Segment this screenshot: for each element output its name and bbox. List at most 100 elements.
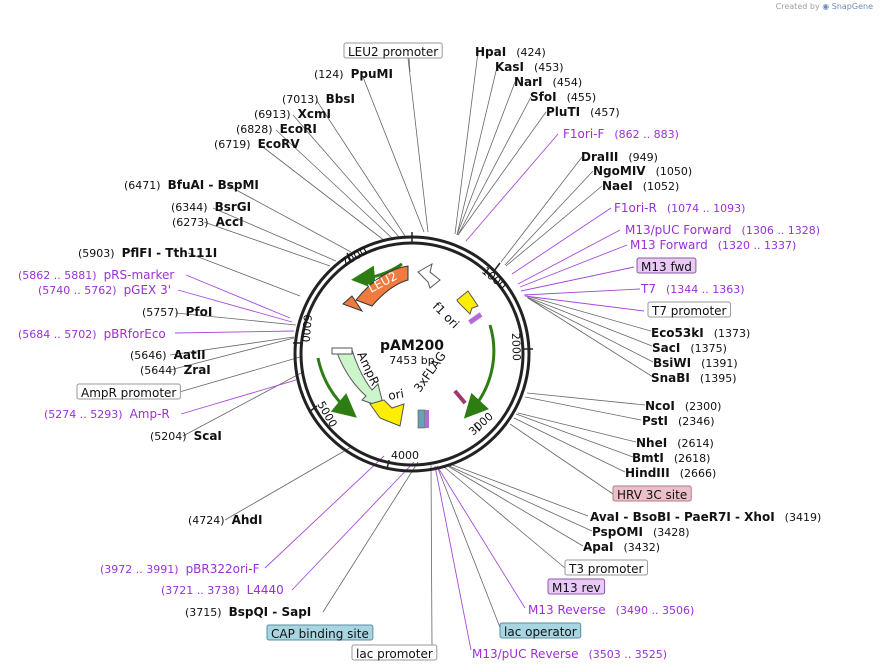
m13-reverse-feature-label[interactable]: M13 Reverse(3490 .. 3506) xyxy=(528,603,694,617)
sfoi-enzyme-label[interactable]: SfoI(455) xyxy=(530,90,596,104)
scai-enzyme-label[interactable]: (5204)ScaI xyxy=(150,429,222,443)
name-text: ApaI xyxy=(583,540,613,554)
tick-label-2000: 2000 xyxy=(509,333,523,361)
ampr-promoter-box-label[interactable]: AmpR promoter xyxy=(76,383,181,400)
position-text: (1373) xyxy=(714,327,751,340)
credit-brand: SnapGene xyxy=(831,2,873,11)
draiii-enzyme-label[interactable]: DraIII(949) xyxy=(581,150,658,164)
t3-promoter-box-label[interactable]: T3 promoter xyxy=(564,559,648,576)
xcmi-enzyme-label[interactable]: (6913)XcmI xyxy=(254,107,331,121)
leu2-feature[interactable] xyxy=(355,265,409,307)
name-text: HindIII xyxy=(625,466,670,480)
m13-puc-forward-feature-label[interactable]: M13/pUC Forward(1306 .. 1328) xyxy=(625,223,820,237)
ampr-feature[interactable] xyxy=(335,349,385,409)
position-text: (2666) xyxy=(680,467,717,480)
cap-binding-site-box-label[interactable]: CAP binding site xyxy=(266,624,374,641)
pbr322ori-f-feature-label[interactable]: (3972 .. 3991)pBR322ori-F xyxy=(100,562,260,576)
box-label-frame xyxy=(266,624,374,641)
t7-feature-label[interactable]: T7(1344 .. 1363) xyxy=(640,282,745,296)
hindiii-enzyme-label[interactable]: HindIII (2666) xyxy=(625,466,716,480)
hrv-3c-site-box-label[interactable]: HRV 3C site xyxy=(612,485,692,502)
pfoi-enzyme-label[interactable]: (5757)PfoI xyxy=(142,305,212,319)
name-text: BmtI xyxy=(632,451,664,465)
snabi-enzyme-label[interactable]: SnaBI(1395) xyxy=(651,371,736,385)
f1-ori-feature[interactable] xyxy=(456,290,479,315)
pspomi-enzyme-label[interactable]: PspOMI(3428) xyxy=(592,525,690,539)
name-text: PstI xyxy=(642,414,668,428)
name-text: PflFI - Tth111I xyxy=(122,246,218,260)
pbrforeco-feature-label[interactable]: (5684 .. 5702)pBRforEco xyxy=(18,327,166,341)
box-label-text: lac promoter xyxy=(356,647,433,661)
bspqi-sapi-enzyme-label[interactable]: (3715)BspQI - SapI xyxy=(185,605,311,619)
position-text: (5757) xyxy=(142,306,179,319)
bsiwi-enzyme-label[interactable]: BsiWI(1391) xyxy=(653,356,738,370)
prs-marker-feature-label[interactable]: (5862 .. 5881)pRS-marker xyxy=(18,268,174,282)
ppumi-enzyme-label[interactable]: (124)PpuMI xyxy=(314,67,393,81)
name-text: F1ori-F xyxy=(563,127,604,141)
bsrgi-enzyme-label[interactable]: (6344)BsrGI xyxy=(171,200,251,214)
feature-leader-lines xyxy=(174,133,645,651)
position-text: (3428) xyxy=(653,526,690,539)
apai-enzyme-label[interactable]: ApaI(3432) xyxy=(583,540,660,554)
psti-enzyme-label[interactable]: PstI(2346) xyxy=(642,414,715,428)
m13-rev-box-label[interactable]: M13 rev xyxy=(547,578,606,595)
ampr-promoter-mark xyxy=(331,347,353,355)
f1ori-r-feature-label[interactable]: F1ori-R(1074 .. 1093) xyxy=(614,201,745,215)
box-label-text: LEU2 promoter xyxy=(348,45,438,59)
name-text: NgoMIV xyxy=(593,164,646,178)
tick-marks xyxy=(293,232,533,470)
ahdi-enzyme-label[interactable]: (4724)AhdI xyxy=(188,513,262,527)
kasi-enzyme-label[interactable]: KasI(453) xyxy=(495,60,564,74)
leader-lines xyxy=(169,51,654,647)
lac-mark xyxy=(417,409,426,429)
name-text: AhdI xyxy=(232,513,263,527)
box-label-frame xyxy=(76,383,181,400)
bbsi-enzyme-label[interactable]: (7013)BbsI xyxy=(282,92,355,106)
position-text: (5204) xyxy=(150,430,187,443)
l4440-feature-label[interactable]: (3721 .. 3738)L4440 xyxy=(161,583,284,597)
t7-promoter-box-label[interactable]: T7 promoter xyxy=(647,301,731,318)
aatii-enzyme-label[interactable]: (5646)AatII xyxy=(130,348,206,362)
f1ori-f-feature-label[interactable]: F1ori-F (862 .. 883) xyxy=(563,127,679,141)
box-label-text: M13 rev xyxy=(552,581,601,595)
amp-r-feature-label[interactable]: (5274 .. 5293)Amp-R xyxy=(44,407,170,421)
pluti-enzyme-label[interactable]: PluTI(457) xyxy=(546,105,620,119)
leu2-promoter-box-label[interactable]: LEU2 promoter xyxy=(343,42,443,59)
name-text: BbsI xyxy=(326,92,355,106)
pgex-3-feature-label[interactable]: (5740 .. 5762)pGEX 3' xyxy=(38,283,171,297)
box-label-text: T7 promoter xyxy=(651,304,727,318)
position-text: (862 .. 883) xyxy=(614,128,679,141)
ncoi-enzyme-label[interactable]: NcoI(2300) xyxy=(645,399,721,413)
zrai-enzyme-label[interactable]: (5644)ZraI xyxy=(140,363,211,377)
name-text: EcoRV xyxy=(258,137,301,151)
box-label-frame xyxy=(647,301,731,318)
nari-enzyme-label[interactable]: NarI(454) xyxy=(514,75,582,89)
lac-operator-box-label[interactable]: lac operator xyxy=(499,622,582,639)
ecori-enzyme-label[interactable]: (6828)EcoRI xyxy=(236,122,317,136)
m13-forward-feature-label[interactable]: M13 Forward(1320 .. 1337) xyxy=(630,238,796,252)
ngomiv-enzyme-label[interactable]: NgoMIV(1050) xyxy=(593,164,692,178)
position-text: (5644) xyxy=(140,364,177,377)
eco53ki-enzyme-label[interactable]: Eco53kI(1373) xyxy=(651,326,750,340)
snapgene-logo-icon: ◉ xyxy=(822,2,830,11)
lac-promoter-box-label[interactable]: lac promoter xyxy=(351,644,438,661)
bmti-enzyme-label[interactable]: BmtI(2618) xyxy=(632,451,710,465)
acci-enzyme-label[interactable]: (6273)AccI xyxy=(172,215,244,229)
position-text: (5903) xyxy=(78,247,115,260)
ecorv-enzyme-label[interactable]: (6719)EcoRV xyxy=(214,137,300,151)
nhei-enzyme-label[interactable]: NheI(2614) xyxy=(636,436,714,450)
m13-puc-reverse-feature-label[interactable]: M13/pUC Reverse(3503 .. 3525) xyxy=(472,647,667,661)
hpai-enzyme-label[interactable]: HpaI(424) xyxy=(475,45,546,59)
name-text: AatII xyxy=(174,348,206,362)
naei-enzyme-label[interactable]: NaeI(1052) xyxy=(602,179,679,193)
plasmid-name: pAM200 xyxy=(380,338,444,354)
avai-bsobi-paer7i-xhoi-enzyme-label[interactable]: AvaI - BsoBI - PaeR7I - XhoI(3419) xyxy=(590,510,821,524)
pflfi-tth111i-enzyme-label[interactable]: (5903) PflFI - Tth111I xyxy=(78,246,217,260)
ori-feature[interactable] xyxy=(369,399,405,427)
name-text: EcoRI xyxy=(280,122,317,136)
saci-enzyme-label[interactable]: SacI(1375) xyxy=(652,341,727,355)
ampr-arc xyxy=(316,357,357,418)
bfuai-bspmi-enzyme-label[interactable]: (6471)BfuAI - BspMI xyxy=(124,178,259,192)
name-text: M13 Reverse xyxy=(528,603,606,617)
m13-fwd-box-label[interactable]: M13 fwd xyxy=(636,257,697,274)
